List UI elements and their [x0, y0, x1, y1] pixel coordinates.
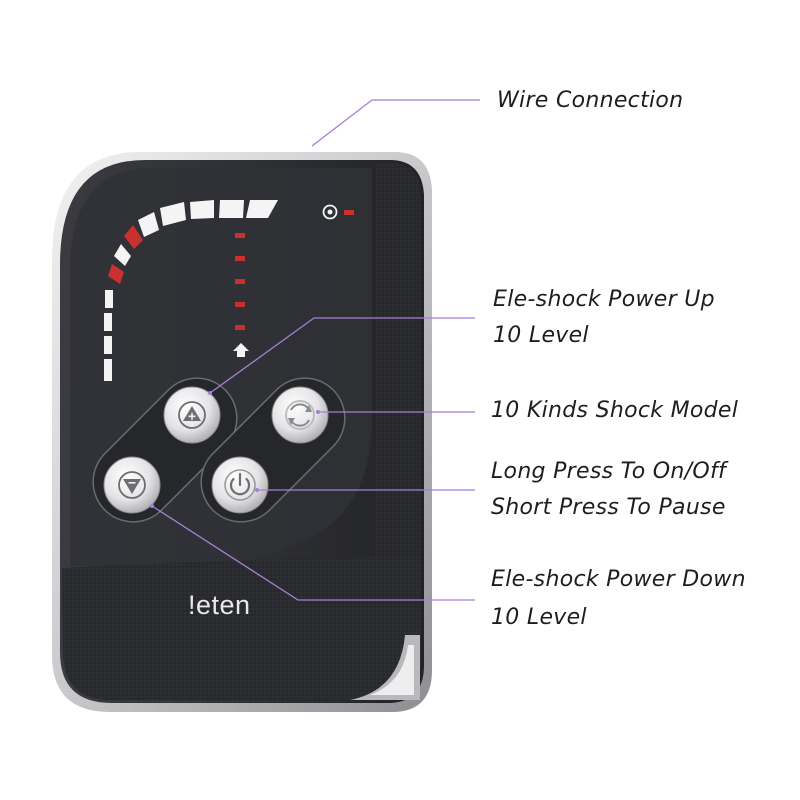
segment-arc-2 [124, 225, 143, 249]
segment-arc-3 [114, 244, 131, 266]
label-line: Ele-shock Power Down [491, 567, 746, 592]
segment-top-2 [190, 200, 214, 219]
segment-top-1 [160, 202, 186, 226]
callout-dots [150, 391, 320, 508]
power-down-button[interactable] [103, 456, 161, 514]
brand-logo: !eten [188, 590, 251, 620]
strap-clip-highlight [370, 645, 414, 695]
plus-triangle-icon [178, 401, 206, 429]
label-line: 10 Level [493, 323, 589, 348]
mode-dot [235, 325, 245, 330]
segment-arc-1 [138, 212, 159, 237]
label-line: Wire Connection [497, 88, 684, 113]
shock-model-button[interactable] [271, 386, 329, 444]
callout-line-wire [311, 99, 480, 147]
texture-band-bottom [62, 556, 420, 700]
segment-top-4 [246, 200, 278, 218]
up-arrow-icon [233, 343, 249, 357]
mode-dot [235, 302, 245, 307]
minus-triangle-icon [118, 471, 146, 499]
intensity-meter [104, 200, 278, 381]
label-line: Short Press To Pause [491, 495, 726, 520]
segment-side-1 [105, 290, 113, 308]
segment-side-2 [104, 313, 112, 331]
label-power-up: Ele-shock Power Up 10 Level [493, 289, 715, 347]
segment-side-4 [104, 359, 112, 381]
label-line: 10 Kinds Shock Model [491, 398, 739, 423]
mode-indicator-icon [322, 204, 354, 220]
label-line: 10 Level [491, 605, 587, 630]
label-shock-model: 10 Kinds Shock Model [491, 400, 738, 422]
mode-dot [235, 279, 245, 284]
callout-line-power-up [209, 317, 475, 394]
segment-side-3 [104, 336, 112, 354]
power-button[interactable] [211, 456, 269, 514]
label-line: Long Press To On/Off [491, 459, 727, 484]
mode-dots [235, 233, 245, 330]
segment-arc-4 [108, 264, 124, 284]
label-power-down: Ele-shock Power Down 10 Level [491, 569, 746, 629]
mode-dot [235, 233, 245, 238]
label-power-button: Long Press To On/Off Short Press To Paus… [491, 461, 726, 519]
power-up-button[interactable] [163, 386, 221, 444]
mode-dot [235, 256, 245, 261]
callout-line-power-down [151, 505, 475, 601]
label-line: Ele-shock Power Up [493, 287, 715, 312]
label-wire-connection: Wire Connection [497, 90, 683, 112]
cycle-icon [285, 400, 315, 430]
segment-top-3 [219, 200, 244, 218]
callout-lines [151, 99, 480, 601]
power-icon [224, 469, 256, 501]
